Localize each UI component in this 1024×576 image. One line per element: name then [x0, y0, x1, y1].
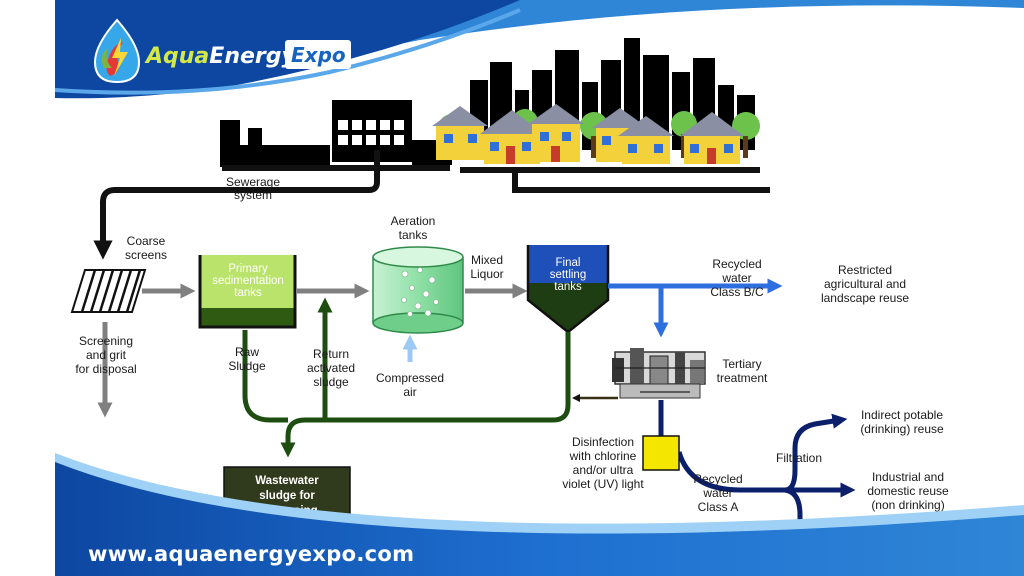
logo-expo-badge: [285, 40, 351, 69]
recycled-water-lines: [608, 278, 783, 338]
aeration-tank: [372, 246, 464, 334]
primary-sedimentation-tank: [198, 255, 297, 329]
tertiary-treatment-illustration: [612, 348, 706, 399]
houses-illustration: [432, 104, 760, 164]
aquaenergy-expo-logo: AquaEnergy Expo: [93, 18, 351, 84]
website-url: www.aquaenergyexpo.com: [88, 542, 414, 566]
process-flow-arrows: [97, 283, 528, 418]
label-filtration: Filtration: [776, 451, 822, 465]
sewerage-pipes: [93, 150, 770, 260]
logo-text-expo: Expo: [291, 43, 346, 67]
coarse-screens-icon: [70, 269, 147, 313]
logo-text-aquaenergy: AquaEnergy: [144, 44, 298, 69]
final-settling-tank: [526, 245, 610, 334]
sludge-lines: [242, 297, 571, 458]
disinfection-unit: [642, 435, 680, 471]
label-indirect-potable: Indirect potable(drinking) reuse: [860, 408, 944, 436]
factory-illustration: [220, 100, 452, 167]
footer-wave: www.aquaenergyexpo.com: [55, 453, 1024, 576]
